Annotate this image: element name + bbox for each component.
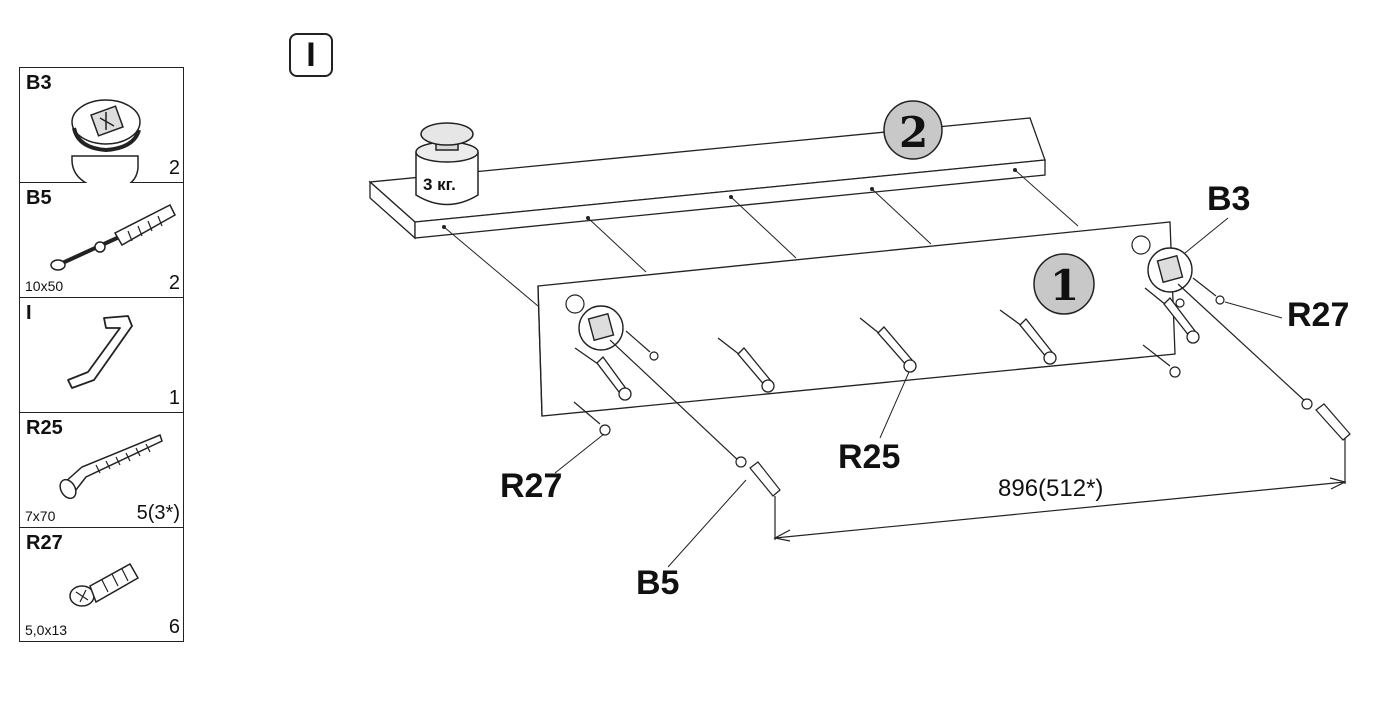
callout-b5: B5 [636,564,680,602]
part-hex-key: I 1 [20,298,183,413]
part-code: R25 [26,417,63,439]
part-r25: R25 7x70 5(3*) [20,413,183,528]
weight-icon [415,122,479,206]
panel-1 [537,221,1176,417]
callout-r25: R25 [838,438,901,476]
panel-2-badge [883,100,943,160]
bolts-r27 [573,277,1225,436]
hex-key-icon [67,315,133,389]
part-code: R27 [26,532,63,554]
part-r27: R27 5,0x13 6 [20,528,183,641]
cam-lock-left [578,305,624,351]
part-size: 7x70 [25,508,56,524]
screws-r25 [574,287,1200,401]
callout-b3: B3 [1207,180,1251,218]
part-b3: B3 2 [20,68,183,183]
parts-list: B3 2 B5 10x50 2 I 1 R25 7x70 5(3*) [19,67,184,642]
part-qty: 5(3*) [136,502,180,524]
callout-r27-right: R27 [1287,296,1350,334]
callout-r27-left: R27 [500,467,563,505]
part-b5: B5 10x50 2 [20,183,183,298]
cam-lock-icon [71,99,141,183]
part-code: B5 [26,187,52,209]
cam-lock-right [1147,247,1193,293]
part-code: I [26,302,32,324]
part-size: 5,0x13 [25,622,68,638]
part-code: B3 [26,72,52,94]
wall-plugs-b5 [609,283,1351,497]
panel-2-number: 2 [899,108,929,157]
dimension-line [773,438,1347,542]
weight-label: 3 кг. [423,175,456,194]
wall-plug-screw-icon [50,203,176,271]
cam-bolt-icon [69,562,140,607]
part-qty: 1 [168,387,180,409]
part-qty: 2 [168,157,180,179]
part-qty: 2 [168,272,180,294]
part-qty: 6 [168,616,180,638]
panel-1-number: 1 [1050,261,1080,310]
part-size: 10x50 [25,278,64,294]
confirmat-screw-icon [59,434,163,500]
panel-2 [368,117,1046,240]
panel-1-badge [1033,253,1095,315]
step-label: I [289,33,333,77]
dimension-label: 896(512*) [998,475,1104,502]
